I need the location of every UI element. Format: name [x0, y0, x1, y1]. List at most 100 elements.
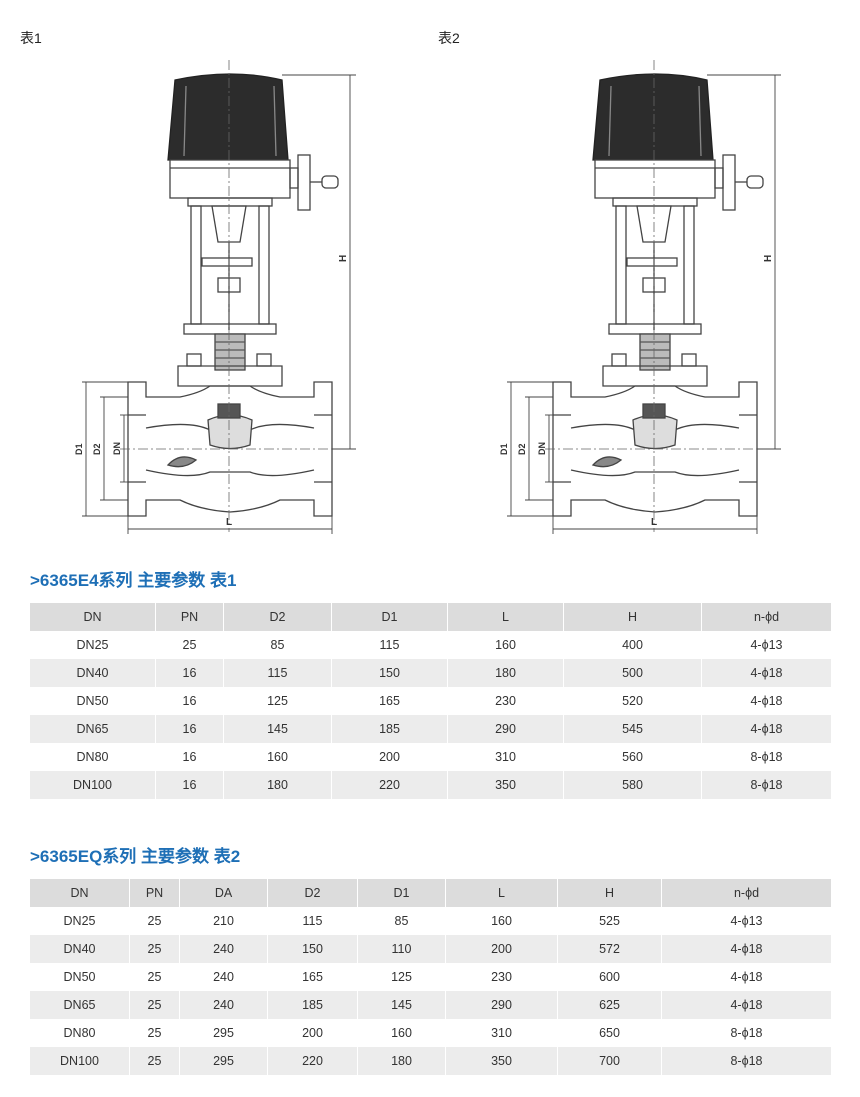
table-cell: 310	[446, 1019, 558, 1047]
table-cell: 16	[156, 771, 224, 799]
table-cell: 4-ϕ18	[662, 935, 832, 963]
table-cell: 4-ϕ18	[702, 659, 832, 687]
table-cell: 160	[446, 907, 558, 935]
table-cell: 220	[332, 771, 448, 799]
table-cell: 150	[332, 659, 448, 687]
figure-2-label: 表2	[438, 30, 460, 46]
column-header: D2	[224, 603, 332, 631]
table-1-title: >6365E4系列 主要参数 表1	[30, 571, 237, 590]
table-cell: 115	[332, 631, 448, 659]
table-cell: 525	[558, 907, 662, 935]
table-cell: 25	[156, 631, 224, 659]
table-cell: 572	[558, 935, 662, 963]
table-cell: DN50	[30, 687, 156, 715]
dim-h-label: H	[338, 255, 349, 262]
table-cell: 160	[358, 1019, 446, 1047]
table-cell: DN40	[30, 659, 156, 687]
column-header: H	[558, 879, 662, 907]
table-cell: 125	[358, 963, 446, 991]
dim-d2-label: D2	[517, 443, 527, 455]
table-cell: 295	[180, 1047, 268, 1075]
table-cell: 115	[268, 907, 358, 935]
table-cell: 240	[180, 935, 268, 963]
table-cell: DN25	[30, 907, 130, 935]
column-header: PN	[156, 603, 224, 631]
table-cell: 295	[180, 1019, 268, 1047]
table-cell: 625	[558, 991, 662, 1019]
table-cell: 165	[332, 687, 448, 715]
table-cell: DN80	[30, 1019, 130, 1047]
table-cell: 4-ϕ18	[662, 991, 832, 1019]
table-cell: 8-ϕ18	[702, 771, 832, 799]
table-cell: 210	[180, 907, 268, 935]
table-cell: 165	[268, 963, 358, 991]
dim-h-label: H	[763, 255, 774, 262]
table-cell: 220	[268, 1047, 358, 1075]
table-cell: 4-ϕ18	[702, 687, 832, 715]
table-cell: 180	[224, 771, 332, 799]
table-cell: 200	[268, 1019, 358, 1047]
table-cell: 545	[564, 715, 702, 743]
table-cell: 8-ϕ18	[662, 1047, 832, 1075]
table-cell: DN40	[30, 935, 130, 963]
column-header: DN	[30, 879, 130, 907]
column-header: L	[446, 879, 558, 907]
table-cell: 150	[268, 935, 358, 963]
table-cell: 400	[564, 631, 702, 659]
figure-1-label: 表1	[20, 30, 42, 46]
table-cell: 230	[448, 687, 564, 715]
table-cell: 160	[224, 743, 332, 771]
table-cell: 180	[358, 1047, 446, 1075]
table-cell: 4-ϕ18	[662, 963, 832, 991]
table-cell: 4-ϕ13	[662, 907, 832, 935]
table-cell: DN25	[30, 631, 156, 659]
table-cell: 600	[558, 963, 662, 991]
column-header: D2	[268, 879, 358, 907]
table-cell: 350	[448, 771, 564, 799]
table-cell: 185	[268, 991, 358, 1019]
table-cell: DN50	[30, 963, 130, 991]
table-2-title: >6365EQ系列 主要参数 表2	[30, 847, 241, 866]
dim-d1-label: D1	[499, 443, 509, 455]
table-cell: 145	[224, 715, 332, 743]
table-cell: 185	[332, 715, 448, 743]
dim-d2-label: D2	[92, 443, 102, 455]
column-header: PN	[130, 879, 180, 907]
table-cell: 16	[156, 743, 224, 771]
table-cell: 125	[224, 687, 332, 715]
dim-l-label: L	[651, 517, 657, 528]
dim-dn-label: DN	[112, 442, 122, 455]
table-cell: 25	[130, 963, 180, 991]
table-cell: 8-ϕ18	[702, 743, 832, 771]
table-cell: 650	[558, 1019, 662, 1047]
table-cell: 180	[448, 659, 564, 687]
dim-l-label: L	[226, 517, 232, 528]
column-header: L	[448, 603, 564, 631]
table-cell: 160	[448, 631, 564, 659]
column-header: n-ϕd	[662, 879, 832, 907]
table-cell: 4-ϕ13	[702, 631, 832, 659]
table-cell: 25	[130, 1019, 180, 1047]
table-cell: 85	[224, 631, 332, 659]
valve-drawing-2: H D1 D2 DN L	[499, 60, 781, 534]
table-cell: DN65	[30, 715, 156, 743]
table-cell: 115	[224, 659, 332, 687]
table-cell: 350	[446, 1047, 558, 1075]
column-header: H	[564, 603, 702, 631]
table-cell: 290	[446, 991, 558, 1019]
table-cell: 230	[446, 963, 558, 991]
column-header: n-ϕd	[702, 603, 832, 631]
table-cell: 25	[130, 907, 180, 935]
